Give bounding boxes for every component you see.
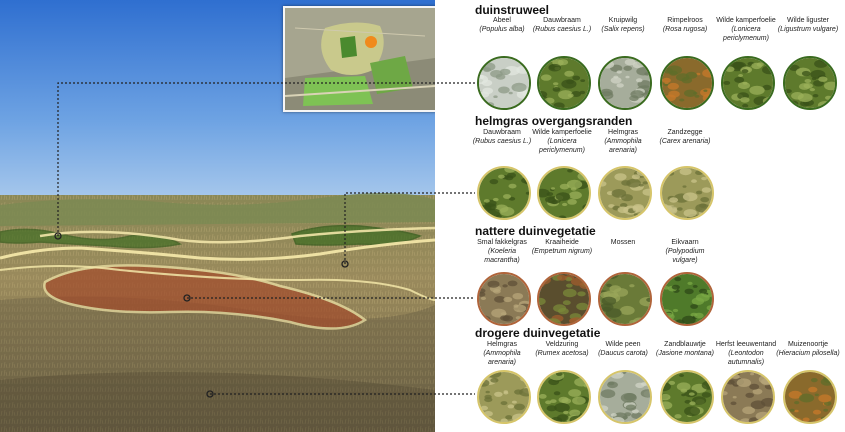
species-label: Wilde liguster (Ligustrum vulgare) — [776, 16, 840, 34]
species-photo-circle — [537, 370, 591, 424]
species-latin-name: (Rosa rugosa) — [662, 26, 708, 33]
species-common-name: Kruipwilg — [608, 17, 638, 24]
species-photo-circle — [598, 370, 652, 424]
species-photo-circle — [660, 166, 714, 220]
species-photo-circle — [598, 166, 652, 220]
section-title: nattere duinvegetatie — [475, 224, 596, 238]
nattere-zone — [43, 264, 368, 330]
species-label: Mossen — [591, 238, 655, 247]
location-marker — [365, 36, 377, 48]
species-label: Kruipwilg (Salix repens) — [591, 16, 655, 34]
section-title: helmgras overgangsranden — [475, 114, 633, 128]
species-common-name: Helmgras — [487, 341, 517, 348]
drogere-zone — [0, 265, 435, 301]
species-photo-circle — [477, 272, 531, 326]
species-latin-name: (Populus alba) — [479, 26, 525, 33]
species-latin-name: (Rumex acetosa) — [535, 350, 589, 357]
species-label: Zandblauwtje (Jasione montana) — [653, 340, 717, 358]
species-photo-circle — [537, 272, 591, 326]
species-label: Herfst leeuwentand (Leontodon autumnalis) — [714, 340, 778, 367]
species-label: Rimpelroos (Rosa rugosa) — [653, 16, 717, 34]
species-photo-circle — [598, 272, 652, 326]
species-latin-name: (Rubus caesius L.) — [472, 138, 532, 145]
species-common-name: Helmgras — [608, 129, 638, 136]
species-label: Abeel (Populus alba) — [470, 16, 534, 34]
species-photo-circle — [598, 56, 652, 110]
species-label: Kraaiheide (Empetrum nigrum) — [530, 238, 594, 256]
species-photo-circle — [537, 56, 591, 110]
species-latin-name: (Hieracium pilosella) — [776, 350, 840, 357]
species-common-name: Dauwbraam — [543, 17, 581, 24]
species-photo-circle — [783, 370, 837, 424]
species-common-name: Herfst leeuwentand — [715, 341, 777, 348]
species-latin-name: (Polypodium vulgare) — [665, 248, 705, 264]
species-latin-name: (Empetrum nigrum) — [531, 248, 593, 255]
species-photo-circle — [783, 56, 837, 110]
species-common-name: Rimpelroos — [667, 17, 703, 24]
species-common-name: Veldzuring — [545, 341, 579, 348]
species-label: Veldzuring (Rumex acetosa) — [530, 340, 594, 358]
species-latin-name: (Carex arenaria) — [659, 138, 711, 145]
species-common-name: Wilde peen — [605, 341, 641, 348]
species-common-name: Wilde kamperfoelie — [532, 129, 592, 136]
species-photo-circle — [477, 56, 531, 110]
species-photo-circle — [477, 370, 531, 424]
species-common-name: Wilde liguster — [786, 17, 829, 24]
species-common-name: Kraaiheide — [545, 239, 579, 246]
species-latin-name: (Ammophila arenaria) — [483, 350, 521, 366]
species-latin-name: (Ammophila arenaria) — [604, 138, 642, 154]
species-label: Helmgras (Ammophila arenaria) — [470, 340, 534, 367]
species-latin-name: (Lonicera periclymenum) — [539, 138, 585, 154]
section-title: drogere duinvegetatie — [475, 326, 601, 340]
species-label: Helmgras (Ammophila arenaria) — [591, 128, 655, 155]
species-latin-name: (Jasione montana) — [656, 350, 714, 357]
species-label: Wilde kamperfoelie (Lonicera periclymenum… — [530, 128, 594, 155]
species-common-name: Wilde kamperfoelie — [716, 17, 776, 24]
species-label: Dauwbraam (Rubus caesius L.) — [530, 16, 594, 34]
species-photo-circle — [477, 166, 531, 220]
species-common-name: Mossen — [610, 239, 636, 246]
species-label: Muizenoortje (Hieracium pilosella) — [776, 340, 840, 358]
species-common-name: Eikvaarn — [671, 239, 699, 246]
species-common-name: Abeel — [493, 17, 511, 24]
species-label: Eikvaarn (Polypodium vulgare) — [653, 238, 717, 265]
species-latin-name: (Salix repens) — [601, 26, 645, 33]
species-label: Dauwbraam (Rubus caesius L.) — [470, 128, 534, 146]
species-common-name: Smal fakkelgras — [477, 239, 527, 246]
species-photo-circle — [660, 56, 714, 110]
species-latin-name: (Leontodon autumnalis) — [727, 350, 765, 366]
species-latin-name: (Daucus carota) — [598, 350, 648, 357]
species-photo-circle — [537, 166, 591, 220]
species-photo-circle — [721, 56, 775, 110]
section-title: duinstruweel — [475, 3, 550, 17]
species-common-name: Muizenoortje — [787, 341, 829, 348]
species-latin-name: (Koeleria macrantha) — [484, 248, 520, 264]
species-photo-circle — [660, 370, 714, 424]
species-common-name: Zandzegge — [667, 129, 703, 136]
species-latin-name: (Lonicera periclymenum) — [723, 26, 769, 42]
species-photo-circle — [660, 272, 714, 326]
species-common-name: Zandblauwtje — [664, 341, 706, 348]
species-latin-name: (Ligustrum vulgare) — [777, 26, 839, 33]
species-label: Zandzegge (Carex arenaria) — [653, 128, 717, 146]
aerial-map-inset — [283, 6, 437, 112]
species-label: Smal fakkelgras (Koeleria macrantha) — [470, 238, 534, 265]
species-common-name: Dauwbraam — [483, 129, 521, 136]
species-photo-circle — [721, 370, 775, 424]
species-latin-name: (Rubus caesius L.) — [532, 26, 592, 33]
species-label: Wilde kamperfoelie (Lonicera periclymenum… — [714, 16, 778, 43]
species-label: Wilde peen (Daucus carota) — [591, 340, 655, 358]
